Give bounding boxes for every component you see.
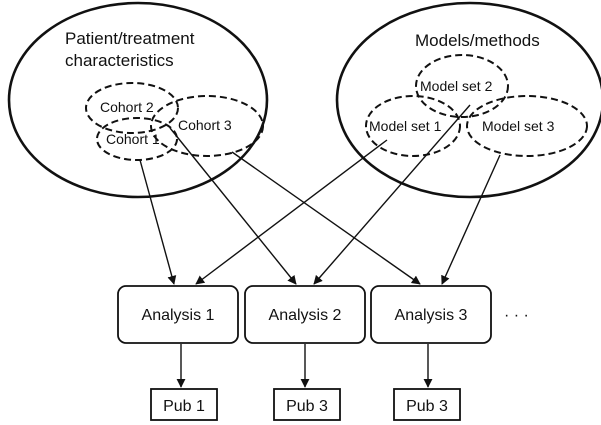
analysis-2-label: Analysis 2 bbox=[269, 307, 342, 324]
model-set-1-label: Model set 1 bbox=[369, 118, 442, 134]
cohort-2-ellipse bbox=[85, 82, 179, 134]
analysis-3-box bbox=[370, 285, 492, 344]
patient-characteristics-ellipse bbox=[7, 1, 269, 199]
arrow-modelset2-to-analysis2 bbox=[313, 104, 471, 285]
model-set-2-label: Model set 2 bbox=[420, 78, 493, 94]
analysis-1-label: Analysis 1 bbox=[142, 307, 215, 324]
arrow-modelset1-to-analysis1 bbox=[195, 139, 388, 285]
models-title: Models/methods bbox=[415, 31, 540, 50]
cohort-1-ellipse bbox=[96, 117, 178, 161]
pub-3-box bbox=[393, 388, 461, 421]
models-methods-ellipse bbox=[335, 1, 601, 199]
analysis-3-label: Analysis 3 bbox=[395, 307, 468, 324]
patient-title-line1: Patient/treatment bbox=[65, 29, 195, 48]
more-analyses-ellipsis: · · · bbox=[504, 307, 529, 324]
arrow-modelset3-to-analysis3 bbox=[441, 154, 501, 285]
cohort-2-label: Cohort 2 bbox=[100, 99, 154, 115]
analysis-2-box bbox=[244, 285, 366, 344]
arrow-cohort3-to-analysis3 bbox=[231, 151, 421, 285]
arrow-cohort3-to-analysis2 bbox=[169, 127, 297, 285]
analysis-1-box bbox=[117, 285, 239, 344]
model-set-3-ellipse bbox=[466, 95, 588, 157]
pub-1-label: Pub 1 bbox=[163, 398, 205, 415]
patient-title-line2: characteristics bbox=[65, 51, 174, 70]
pub-2-box bbox=[273, 388, 341, 421]
pub-2-label: Pub 3 bbox=[286, 398, 328, 415]
model-set-3-label: Model set 3 bbox=[482, 118, 555, 134]
pub-3-label: Pub 3 bbox=[406, 398, 448, 415]
cohort-3-ellipse bbox=[150, 95, 264, 157]
cohort-3-label: Cohort 3 bbox=[178, 117, 232, 133]
model-set-2-ellipse bbox=[415, 54, 509, 118]
cohort-1-label: Cohort 1 bbox=[106, 131, 160, 147]
pub-1-box bbox=[150, 388, 218, 421]
arrow-cohort1-to-analysis1 bbox=[139, 159, 177, 285]
model-set-1-ellipse bbox=[365, 95, 461, 157]
